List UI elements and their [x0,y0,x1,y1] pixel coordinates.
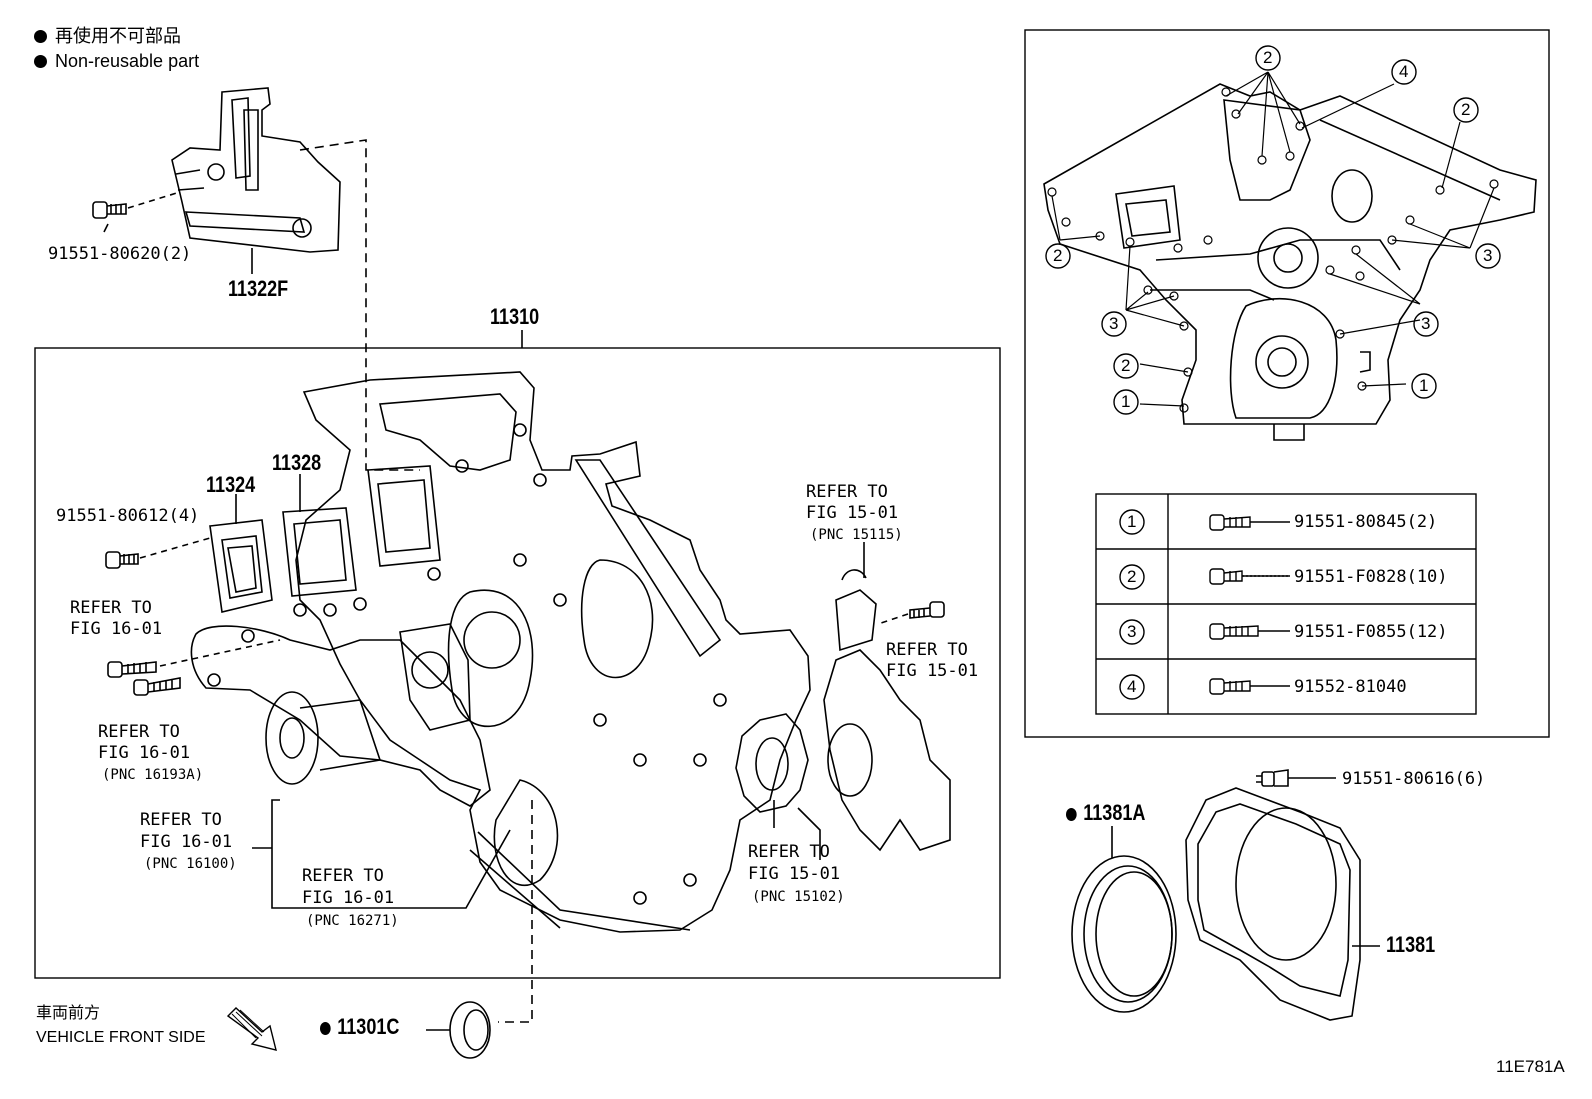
label-part-11301C[interactable]: 11301C [320,1016,399,1038]
vehicle-front-arrow [226,1007,277,1051]
figure-id: 11E781A [1496,1057,1565,1076]
non-reusable-dot-icon [320,1022,331,1035]
bolt-table-mark-3: 3 [1127,622,1137,641]
ref-fig-16-01-b-line1[interactable]: REFER TO [98,722,180,742]
inset-bolt-holes [1047,87,1499,413]
water-pump-drawing [190,597,491,807]
ref-fig-16-01-a-line1[interactable]: REFER TO [70,598,152,618]
bolt-table-part-1[interactable]: 91551-80845(2) [1294,512,1438,532]
bracket-11322F-drawing [171,87,341,253]
retainer-plate-11381-drawing [1185,787,1380,1021]
legend-en-text: Non-reusable part [55,51,200,71]
inset-mark-3-b: 3 [1421,314,1431,333]
alignment-dashed-line [299,139,420,471]
ref-fig-16-01-a-line2[interactable]: FIG 16-01 [70,619,163,639]
ref-fig-15-01-a-pnc[interactable]: (PNC 15115) [810,527,903,543]
ref-fig-16-01-c-line2[interactable]: FIG 16-01 [140,832,233,852]
bolt-table-mark-1: 1 [1127,512,1137,531]
legend-front-jp: 車両前方 [36,1005,101,1022]
ref-fig-15-01-c-pnc[interactable]: (PNC 15102) [752,889,845,905]
leader-ref-16271 [410,829,511,909]
ref-fig-15-01-c-line1[interactable]: REFER TO [748,842,830,862]
inset-mark-1-a: 1 [1121,392,1131,411]
label-bolt-80612[interactable]: 91551-80612(4) [56,506,200,526]
inset-mark-2-b: 2 [1461,100,1471,119]
legend-non-reusable-jp: 再使用不可部品 [34,27,181,45]
label-part-11381A[interactable]: 11381A [1066,802,1145,824]
main-assembly-frame [34,347,1001,979]
ref-fig-16-01-c-line1[interactable]: REFER TO [140,810,222,830]
label-part-11324[interactable]: 11324 [206,472,256,497]
timing-cover-11310-drawing [295,371,811,933]
gasket-11328-drawing [282,507,357,597]
ref-fig-16-01-b-pnc[interactable]: (PNC 16193A) [102,767,204,783]
legend-front-en: VEHICLE FRONT SIDE [36,1029,206,1046]
bolt-table-part-3[interactable]: 91551-F0855(12) [1294,622,1448,642]
bolt-table-part-4[interactable]: 91552-81040 [1294,677,1407,697]
non-reusable-dot-icon [34,55,47,68]
inset-mark-2-d: 2 [1121,356,1131,375]
bolts-water-pump-drawing [107,639,281,696]
ref-fig-15-01-a-line1[interactable]: REFER TO [806,482,888,502]
bolt-table-mark-2: 2 [1127,567,1137,586]
inset-mark-2-c: 2 [1053,246,1063,265]
non-reusable-dot-icon [1066,808,1077,821]
ref-fig-16-01-c-pnc[interactable]: (PNC 16100) [144,856,237,872]
seal-11301C-drawing [426,1001,491,1059]
ref-fig-15-01-b-line2[interactable]: FIG 15-01 [886,661,979,681]
ref-fig-15-01-a-line2[interactable]: FIG 15-01 [806,503,899,523]
label-part-11301C-text: 11301C [337,1014,400,1039]
inset-mark-3-c: 3 [1109,314,1119,333]
leader-ref-15102 [797,807,821,860]
bolt-location-inset-frame [1024,29,1550,738]
ref-fig-16-01-d-line2[interactable]: FIG 16-01 [302,888,395,908]
inset-mark-4: 4 [1399,62,1409,81]
bolt-80616-drawing [1256,769,1336,787]
inset-cover-drawing [1043,83,1537,441]
bolt-80612-drawing [105,537,211,569]
non-reusable-dot-icon [34,30,47,43]
ref-fig-16-01-d-pnc[interactable]: (PNC 16271) [306,913,399,929]
legend-non-reusable-en: Non-reusable part [34,52,199,70]
leader-ref-16100 [271,799,410,909]
dashed-line-11301C [498,800,533,1023]
oil-pump-body-drawing [823,542,951,852]
label-part-11328[interactable]: 11328 [272,450,322,475]
label-part-11310[interactable]: 11310 [490,304,540,329]
ref-fig-15-01-b-line1[interactable]: REFER TO [886,640,968,660]
label-part-11322F[interactable]: 11322F [228,276,289,301]
bolt-table-part-2[interactable]: 91551-F0828(10) [1294,567,1448,587]
inset-leaders [1051,71,1495,407]
label-bolt-80616[interactable]: 91551-80616(6) [1342,769,1486,789]
bolt-15-01-drawing [877,601,945,625]
bolt-table-grid [1095,493,1477,715]
bolt-table-mark-4: 4 [1127,677,1137,696]
legend-jp-text: 再使用不可部品 [55,26,181,46]
label-bolt-80620[interactable]: 91551-80620(2) [48,244,192,264]
ref-fig-16-01-d-line1[interactable]: REFER TO [302,866,384,886]
label-part-11381[interactable]: 11381 [1386,932,1436,957]
inset-mark-2-a: 2 [1263,48,1273,67]
label-part-11381A-text: 11381A [1083,800,1146,825]
inset-mark-3-a: 3 [1483,246,1493,265]
inset-mark-1-b: 1 [1419,376,1429,395]
ref-fig-16-01-b-line2[interactable]: FIG 16-01 [98,743,191,763]
ref-fig-15-01-c-line2[interactable]: FIG 15-01 [748,864,841,884]
inset-circle-markers [1045,45,1501,415]
seal-11381A-drawing [1071,826,1177,1013]
bolt-80620-drawing [92,191,181,233]
gasket-11324-drawing [209,519,273,613]
oil-pump-rotor-drawing [735,713,809,828]
